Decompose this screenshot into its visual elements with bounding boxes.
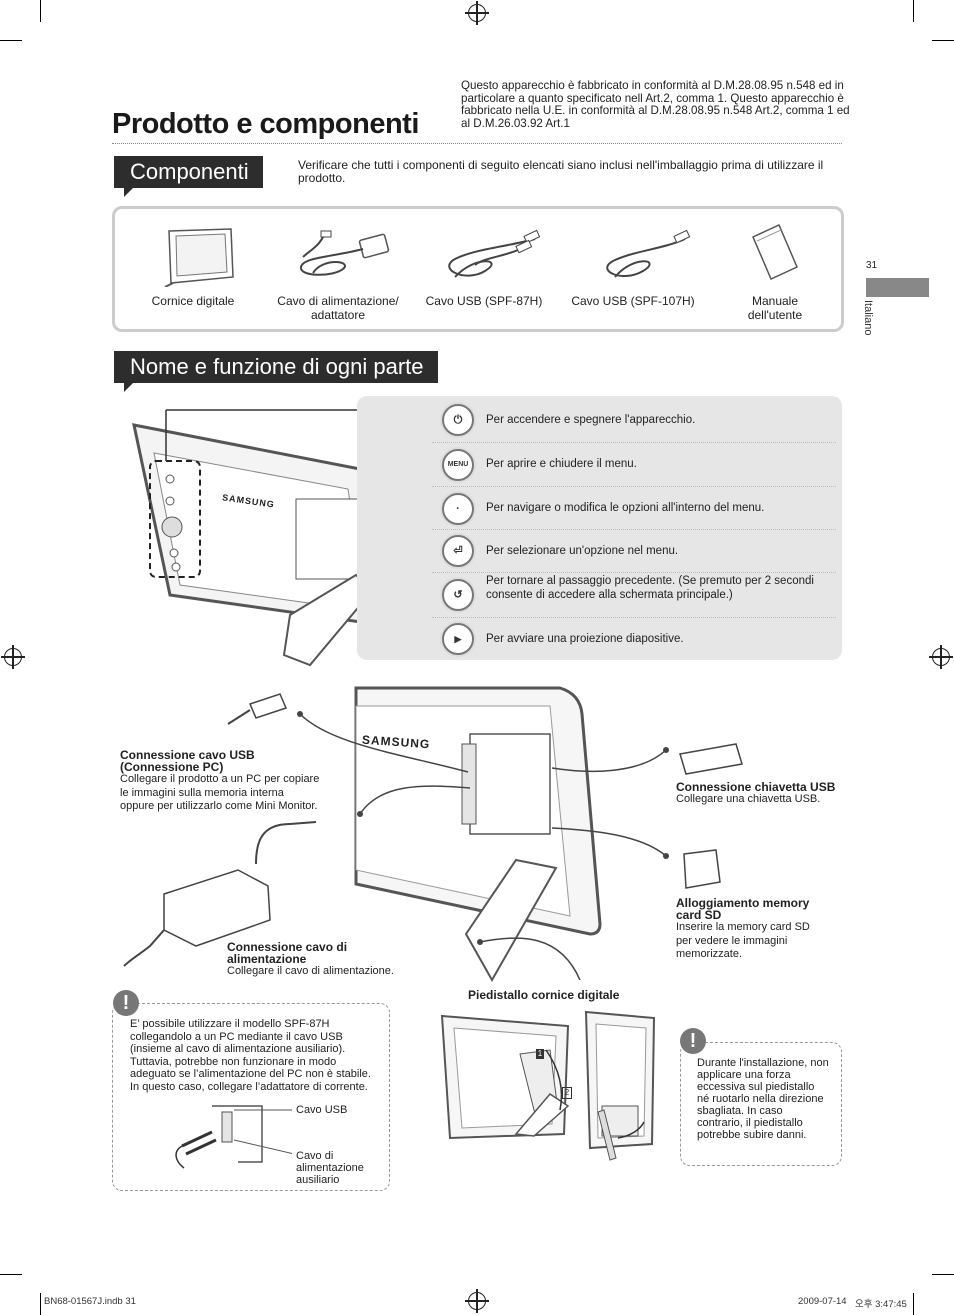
annotation-sd: Alloggiamento memory card SD Inserire la… [676,897,826,962]
enter-icon: ⏎ [442,535,474,567]
button-row: ↺ Per tornare al passaggio precedente. (… [432,573,836,618]
registration-mark-icon [929,645,953,669]
footer-time: 오후 3:47:45 [855,1299,907,1310]
button-row: ▶ Per avviare una proiezione diapositive… [432,618,836,658]
language-tab [866,278,929,297]
registration-mark-icon [465,1289,489,1313]
button-description: Per selezionare un'opzione nel menu. [486,545,679,557]
annotation-body: Inserire la memory card SD per vedere le… [676,921,810,960]
navigation-icon: · [442,493,474,525]
manual-icon [752,223,798,281]
section-heading-components: Componenti [114,156,263,197]
label-usb-cable: Cavo USB [296,1104,348,1116]
stand-installation-illustration [440,1010,656,1161]
warning-icon: ! [113,990,139,1016]
usb-cable-icon [448,229,541,278]
component-label: Cornice digitale [151,294,235,308]
warning-icon: ! [680,1028,706,1054]
buttons-panel [357,396,842,660]
cable-connection-illustration [175,1105,292,1169]
step-marker: 1 [536,1049,544,1059]
crop-mark [0,40,22,41]
section-heading-parts: Nome e funzione di ogni parte [114,351,438,392]
button-row: · Per navigare o modifica le opzioni all… [432,487,836,530]
annotation-title: Connessione cavo USB (Connessione PC) [120,748,255,774]
label-power-cable: Cavo di alimentazione ausiliario [296,1150,364,1186]
annotation-title: Alloggiamento memory card SD [676,896,810,922]
annotation-stand: Piedistallo cornice digitale [468,988,620,1002]
button-description: Per aprire e chiudere il menu. [486,458,637,470]
note-box [680,1042,842,1166]
footer-file: BN68-01567J.indb 31 [44,1296,136,1307]
annotation-title: Connessione chiavetta USB [676,780,836,794]
language-label: Italiano [862,300,874,336]
page-number: 31 [866,260,878,271]
annotation-body: Collegare il cavo di alimentazione. [227,965,394,977]
components-box: Cornice digitale Cavo di alimentazione/ … [112,206,844,332]
component-label: Cavo USB (SPF-87H) [425,294,543,308]
step-marker: 2 [562,1087,572,1099]
slideshow-icon: ▶ [442,623,474,655]
back-icon: ↺ [442,579,474,611]
power-adapter-icon [300,230,390,276]
page-title: Prodotto e componenti [112,108,419,140]
usb-cable-icon [606,229,691,278]
crop-mark [932,40,954,41]
note-text: Durante l'installazione, non applicare u… [697,1057,829,1141]
annotation-title: Connessione cavo di alimentazione [227,940,348,966]
menu-icon: MENU [442,449,474,481]
frame-side-illustration [123,686,743,983]
button-description: Per accendere e spegnere l'apparecchio. [486,414,696,426]
crop-mark [40,1293,41,1315]
component-label: Manuale dell'utente [747,294,803,322]
button-description: Per tornare al passaggio precedente. (Se… [486,575,814,601]
annotation-body: Collegare una chiavetta USB. [676,793,821,805]
crop-mark [0,1274,22,1275]
button-description: Per navigare o modifica le opzioni all'i… [486,502,765,514]
button-row: MENU Per aprire e chiudere il menu. [432,443,836,487]
crop-mark [40,0,41,22]
components-intro: Verificare che tutti i componenti di seg… [298,158,824,185]
button-description: Per avviare una proiezione diapositive. [486,633,684,645]
power-icon: ⏻ [442,404,474,436]
conformity-note: Questo apparecchio è fabbricato in confo… [461,79,850,130]
crop-mark [932,1274,954,1275]
annotation-usb-stick: Connessione chiavetta USB Collegare una … [676,781,846,807]
annotation-body: Collegare il prodotto a un PC per copiar… [120,773,320,812]
crop-mark [913,0,914,22]
frame-back-illustration [132,409,384,667]
component-label: Cavo di alimentazione/ adattatore [277,294,399,322]
registration-mark-icon [465,1,489,25]
registration-mark-icon [1,645,25,669]
button-row: ⏻ Per accendere e spegnere l'apparecchio… [432,398,836,443]
divider [112,143,842,144]
annotation-usb-pc: Connessione cavo USB (Connessione PC) Co… [120,749,320,814]
note-text: E’ possibile utilizzare il modello SPF-8… [130,1018,371,1093]
footer-date: 2009-07-14 [798,1296,847,1307]
photo-frame-icon [164,228,234,287]
crop-mark [913,1293,914,1315]
note-box [112,1003,390,1191]
button-row: ⏎ Per selezionare un'opzione nel menu. [432,530,836,573]
component-label: Cavo USB (SPF-107H) [571,294,695,308]
annotation-power: Connessione cavo di alimentazione Colleg… [227,941,427,979]
